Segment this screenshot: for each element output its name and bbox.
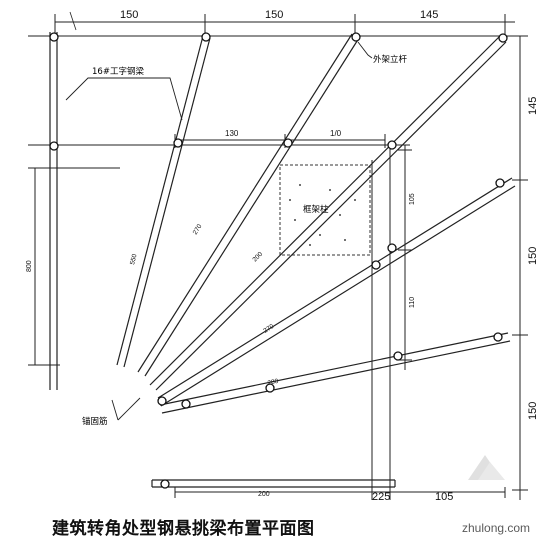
dim-beam-4: 270 <box>262 323 275 335</box>
dim-left-vertical: 800 <box>26 260 33 272</box>
watermark-text: zhulong.com <box>462 521 530 535</box>
dim-beam-3: 200 <box>251 251 264 264</box>
dim-beam-1: 550 <box>129 253 139 266</box>
dim-beam-5: 280 <box>267 378 279 387</box>
dim-top-1: 150 <box>120 9 138 21</box>
i-beam-label: 16#工字钢梁 <box>92 66 144 77</box>
dim-top-3: 145 <box>420 9 438 21</box>
diagram-title: 建筑转角处型钢悬挑梁布置平面图 <box>52 519 315 539</box>
dim-bottom-3: 105 <box>435 491 453 503</box>
steel-beams <box>49 32 516 488</box>
outer-pole-leader <box>357 41 373 59</box>
watermark-logo <box>468 455 505 480</box>
dim-mid-1: 130 <box>225 129 239 138</box>
dim-mid-2: 1/0 <box>330 129 342 138</box>
column-hatch <box>289 184 356 246</box>
dim-bottom-2: 225 <box>372 491 390 503</box>
i-beam-leader <box>65 77 183 121</box>
dim-inner-right-2: 110 <box>409 297 416 308</box>
dim-inner-right: 105 <box>409 193 416 205</box>
dim-bottom-1: 200 <box>258 491 270 498</box>
dim-top-2: 150 <box>265 9 283 21</box>
anchor-leader <box>117 397 141 421</box>
dim-right-3: 150 <box>527 402 539 420</box>
dim-beam-2: 270 <box>192 223 204 236</box>
outer-poles <box>49 32 508 489</box>
dim-right-1: 145 <box>527 97 539 115</box>
outer-pole-label: 外架立杆 <box>373 54 408 65</box>
anchor-label: 锚固筋 <box>82 416 108 427</box>
dim-right-2: 150 <box>527 247 539 265</box>
frame-column <box>279 164 371 256</box>
column-label: 框架柱 <box>303 204 329 215</box>
